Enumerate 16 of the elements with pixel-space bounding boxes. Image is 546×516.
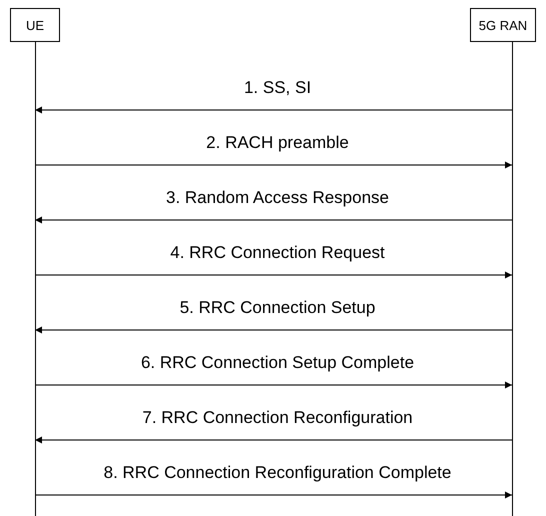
- edge-label: 6. RRC Connection Setup Complete: [138, 353, 416, 373]
- actor-box: 5G RAN: [470, 8, 536, 42]
- edge-label: 4. RRC Connection Request: [168, 243, 387, 263]
- message-arrow: [34, 106, 512, 114]
- message-arrow: [34, 216, 512, 224]
- message-arrow: [34, 492, 512, 498]
- edge-label: 2. RACH preamble: [204, 133, 351, 153]
- message-arrow: [34, 436, 512, 444]
- actor-box: UE: [10, 8, 60, 42]
- edge-label: 3. Random Access Response: [164, 188, 391, 208]
- edge-label: 8. RRC Connection Reconfiguration Complete: [102, 463, 454, 483]
- edge-label: 5. RRC Connection Setup: [178, 298, 378, 318]
- message-arrow: [34, 382, 512, 388]
- message-arrow: [34, 326, 512, 334]
- message-arrow: [34, 162, 512, 168]
- message-arrow: [34, 272, 512, 278]
